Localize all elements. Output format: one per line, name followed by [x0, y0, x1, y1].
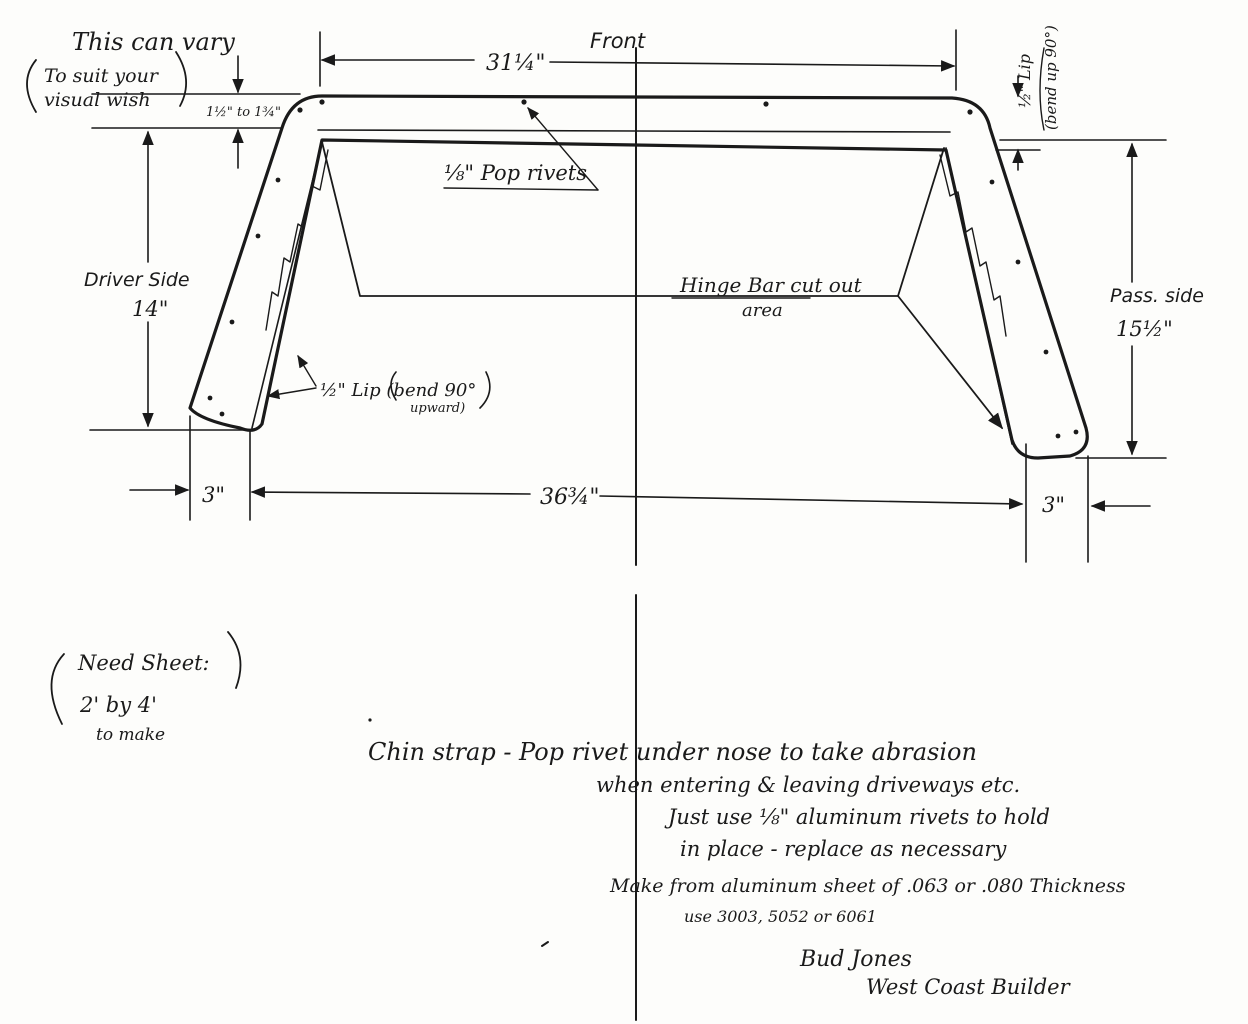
labels: This can vary To suit your visual wish 1…	[44, 25, 1204, 999]
lip-label-sub: upward)	[410, 401, 465, 416]
left-foot-width: 3"	[202, 483, 225, 507]
pop-rivets	[207, 99, 1079, 439]
signature-name: Bud Jones	[799, 947, 912, 972]
lip-label: ½" Lip (bend 90°	[320, 380, 476, 401]
front-label: Front	[590, 29, 646, 53]
hinge-cutout	[321, 141, 1004, 430]
leader-lines	[266, 107, 811, 400]
hinge-label-line1: Hinge Bar cut out	[679, 273, 863, 297]
material-line2: use 3003, 5052 or 6061	[684, 907, 877, 926]
vary-title: This can vary	[72, 28, 235, 56]
vary-line2: visual wish	[44, 89, 151, 111]
part-outline	[188, 94, 1089, 460]
driver-side-label: Driver Side	[84, 269, 190, 291]
sheet-note-line1: Need Sheet:	[77, 651, 210, 675]
pass-side-value: 15½"	[1116, 317, 1173, 341]
brackets	[26, 47, 1045, 725]
signature-title: West Coast Builder	[866, 975, 1072, 999]
right-foot-width: 3"	[1042, 493, 1065, 517]
top-height-label: 1½" to 1¾"	[206, 105, 281, 120]
dimension-lines	[89, 29, 1167, 563]
sheet-note-line2: 2' by 4'	[79, 693, 157, 717]
driver-side-value: 14"	[132, 297, 168, 321]
vary-line1: To suit your	[44, 65, 160, 87]
chin-strap-line3: Just use ⅛" aluminum rivets to hold	[664, 805, 1050, 829]
chin-strap-line1: Chin strap - Pop rivet under nose to tak…	[368, 738, 977, 766]
top-width-label: 31¼"	[486, 51, 545, 76]
sheet-note-line3: to make	[96, 725, 165, 745]
stray-marks	[368, 718, 549, 947]
bottom-width: 36¾"	[540, 485, 599, 510]
pass-side-label: Pass. side	[1110, 285, 1204, 307]
hinge-label-line2: area	[742, 300, 783, 321]
chin-strap-line4: in place - replace as necessary	[680, 837, 1007, 861]
material-line1: Make from aluminum sheet of .063 or .080…	[609, 875, 1126, 897]
top-lip-line2: (bend up 90°)	[1042, 25, 1060, 130]
top-lip-line1: ½" Lip	[1015, 54, 1034, 108]
rivets-label: ⅛" Pop rivets	[444, 161, 587, 185]
chin-strap-line2: when entering & leaving driveways etc.	[596, 773, 1020, 797]
